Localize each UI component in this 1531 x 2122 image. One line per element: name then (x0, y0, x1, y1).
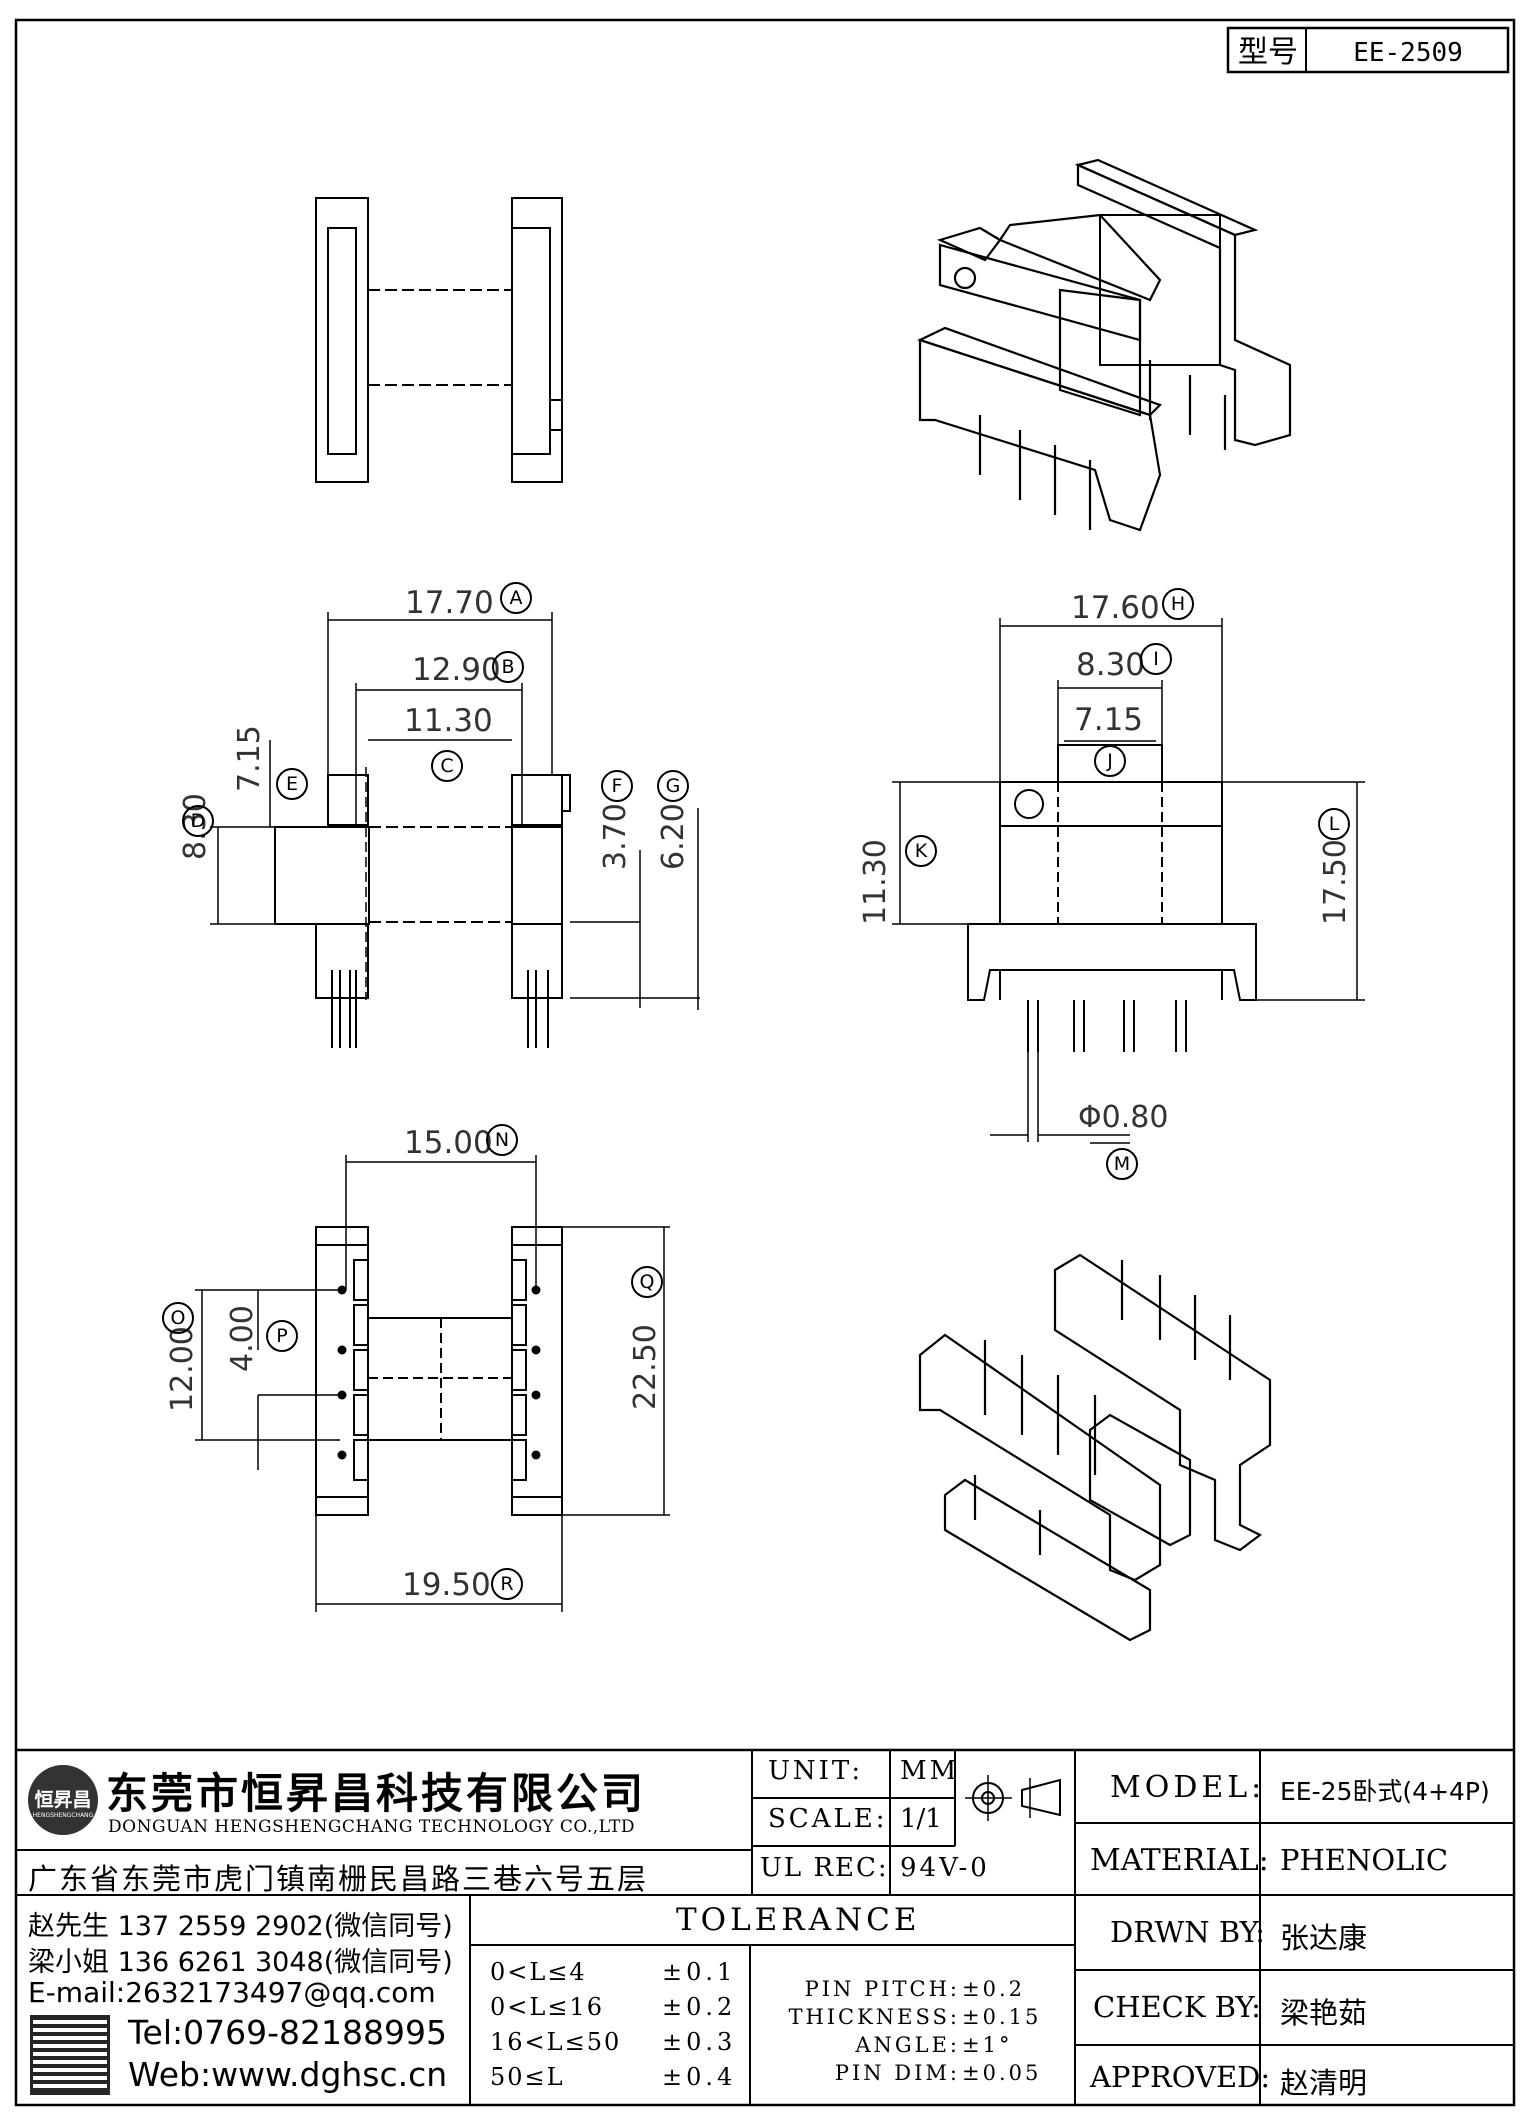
contact-web: Web:www.dghsc.cn (128, 2055, 448, 2094)
isometric-view-bottom (918, 1253, 1272, 1642)
company-name-en: DONGUAN HENGSHENGCHANG TECHNOLOGY CO.,LT… (108, 1817, 636, 1837)
unit-label: UNIT: (768, 1756, 864, 1786)
dim-o-value: 12.00 (165, 1326, 200, 1412)
dim-b-tag: B (492, 651, 524, 683)
contact-tel: Tel:0769-82188995 (128, 2013, 447, 2052)
dim-j-value: 7.15 (1074, 702, 1144, 738)
bottom-view-dimensions (195, 1155, 670, 1612)
dim-l-value: 17.50 (1318, 839, 1353, 925)
dim-i-tag: I (1140, 643, 1172, 675)
dim-o-tag: O (162, 1302, 194, 1334)
logo-subtext: HENGSHENGCHANG (32, 1812, 94, 1819)
drawn-label: DRWN BY: (1110, 1915, 1265, 1949)
contact-2: 梁小姐 136 6261 3048(微信同号) (28, 1947, 453, 1978)
dim-j-tag: J (1094, 745, 1126, 777)
dim-g-value: 6.20 (656, 803, 691, 870)
dim-e-tag: E (276, 768, 308, 800)
model-label: MODEL: (1110, 1770, 1266, 1805)
scale-value: 1/1 (900, 1804, 942, 1834)
dim-p-tag: P (266, 1320, 298, 1352)
top-view (315, 197, 563, 483)
dim-p-value: 4.00 (225, 1305, 260, 1372)
dim-l-tag: L (1318, 808, 1350, 840)
isometric-view-top (917, 158, 1292, 532)
tolerance-special-value: ±0.05 (962, 2061, 1042, 2085)
dim-b-value: 12.90 (412, 652, 501, 688)
ulrec-value: 94V-0 (900, 1853, 990, 1883)
tolerance-special-value: ±0.15 (962, 2005, 1042, 2029)
tolerance-value: ±0.2 (662, 1993, 737, 2021)
dim-c-tag: C (431, 750, 463, 782)
tolerance-range: 50≤L (490, 2063, 565, 2091)
dim-m-tag: M (1106, 1148, 1138, 1180)
tolerance-special-value: ±1° (962, 2033, 1013, 2057)
drawn-value: 张达康 (1280, 1921, 1368, 1955)
tolerance-special-label: THICKNESS: (788, 2005, 960, 2029)
contact-1: 赵先生 137 2559 2902(微信同号) (28, 1911, 453, 1942)
front-view (967, 744, 1257, 1052)
tolerance-range: 0<L≤4 (490, 1958, 587, 1986)
tolerance-value: ±0.1 (662, 1958, 737, 1986)
dim-k-value: 11.30 (858, 839, 893, 925)
material-label: MATERIAL: (1090, 1843, 1269, 1878)
front-view-dimensions (892, 618, 1365, 1144)
model-value: EE-25卧式(4+4P) (1280, 1777, 1490, 1806)
dim-a-tag: A (500, 582, 532, 614)
dim-k-tag: K (905, 835, 937, 867)
dim-e-value: 7.15 (232, 725, 267, 792)
side-view-dimensions (210, 612, 700, 1010)
dim-a-value: 17.70 (405, 585, 494, 621)
dim-h-value: 17.60 (1071, 590, 1160, 626)
header-model-box: 型号 EE-2509 (1226, 26, 1510, 74)
tolerance-value: ±0.3 (662, 2028, 737, 2056)
ulrec-label: UL REC: (760, 1853, 889, 1883)
bottom-view (315, 1226, 563, 1516)
dim-f-tag: F (601, 770, 633, 802)
side-view (274, 767, 571, 1048)
header-model-value: EE-2509 (1353, 38, 1463, 68)
dim-h-tag: H (1162, 588, 1194, 620)
company-name-cn: 东莞市恒昇昌科技有限公司 (106, 1769, 647, 1818)
unit-value: MM (900, 1756, 960, 1786)
tolerance-range: 16<L≤50 (490, 2028, 622, 2056)
tolerance-special-value: ±0.2 (962, 1977, 1025, 2001)
check-value: 梁艳茹 (1280, 1996, 1368, 2030)
company-address: 广东省东莞市虎门镇南栅民昌路三巷六号五层 (28, 1862, 649, 1896)
material-value: PHENOLIC (1280, 1843, 1449, 1877)
check-label: CHECK BY: (1093, 1990, 1261, 2024)
dim-n-tag: N (486, 1124, 518, 1156)
company-logo: 恒昇昌 HENGSHENGCHANG (28, 1765, 98, 1835)
dim-d-tag: D (182, 805, 214, 837)
dim-g-tag: G (657, 770, 689, 802)
tolerance-special-label: PIN DIM: (834, 2061, 960, 2085)
scale-label: SCALE: (768, 1804, 888, 1834)
tolerance-special-label: ANGLE: (855, 2033, 960, 2057)
qr-code-icon (30, 2015, 110, 2095)
dim-q-tag: Q (631, 1266, 663, 1298)
tolerance-range: 0<L≤16 (490, 1993, 604, 2021)
tolerance-special-label: PIN PITCH: (804, 1977, 960, 2001)
header-model-label: 型号 (1238, 35, 1298, 70)
dim-f-value: 3.70 (598, 803, 633, 870)
dim-n-value: 15.00 (404, 1125, 493, 1161)
title-block (16, 1748, 1514, 2105)
logo-text: 恒昇昌 (34, 1789, 92, 1811)
approved-label: APPROVED: (1090, 2060, 1271, 2094)
tolerance-value: ±0.4 (662, 2063, 737, 2091)
tolerance-title: TOLERANCE (676, 1902, 921, 1938)
sheet-border (14, 18, 1516, 2107)
dim-m-value: Φ0.80 (1078, 1100, 1169, 1135)
dim-i-value: 8.30 (1076, 647, 1146, 683)
dim-q-value: 22.50 (628, 1324, 663, 1410)
approved-value: 赵清明 (1280, 2066, 1368, 2100)
dim-r-tag: R (491, 1568, 523, 1600)
dim-r-value: 19.50 (402, 1567, 491, 1603)
dim-c-value: 11.30 (404, 703, 493, 739)
contact-email: E-mail:2632173497@qq.com (28, 1976, 436, 2009)
